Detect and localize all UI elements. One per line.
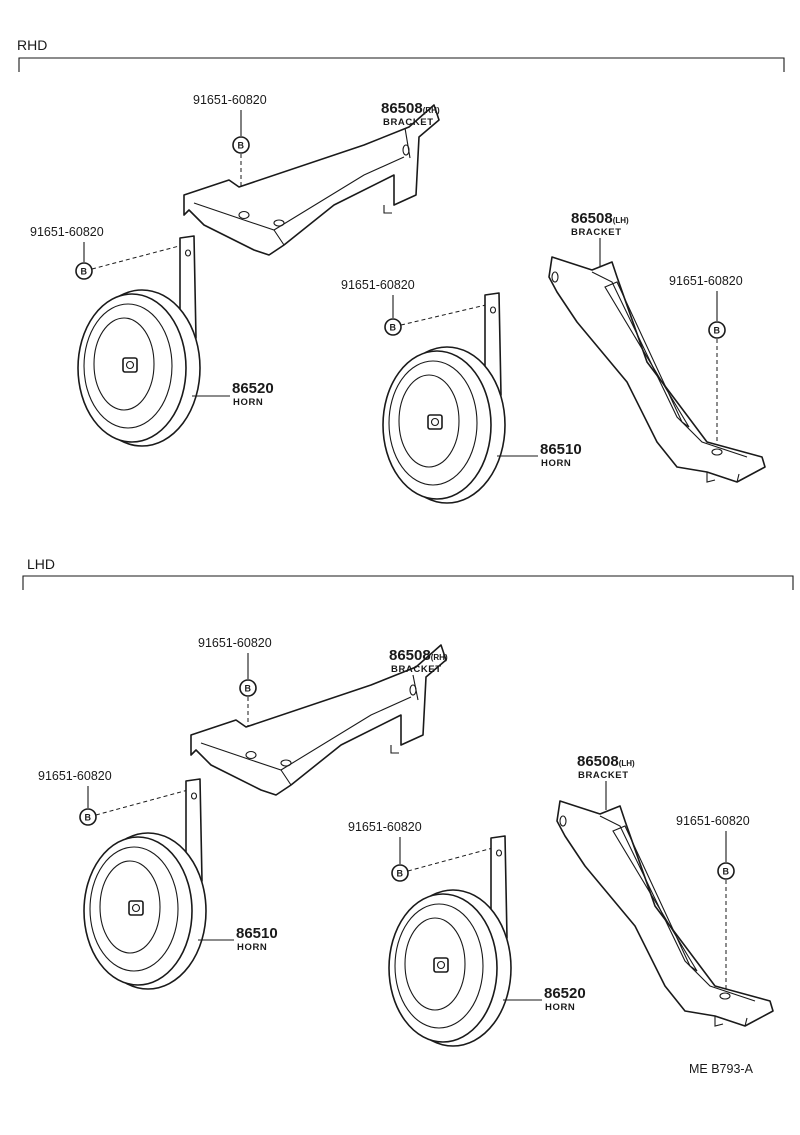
bracket-name: BRACKET xyxy=(391,664,442,675)
bracket-callout: 86508(RH) BRACKET xyxy=(381,100,440,159)
bracket-callout: 86508(LH) BRACKET xyxy=(571,210,629,268)
bolt-symbol: B xyxy=(85,813,92,823)
bolt-symbol: B xyxy=(714,326,721,336)
horn-drawing xyxy=(77,235,201,447)
section-rhd: RHD 91651-60820 B 86508(RH) BRACKET 9165… xyxy=(17,37,785,504)
bolt-part-number: 91651-60820 xyxy=(669,274,743,288)
bolt-symbol: B xyxy=(238,141,245,151)
bolt-symbol: B xyxy=(390,323,397,333)
horn-name: HORN xyxy=(237,942,267,953)
horn-part-number: 86520 xyxy=(232,380,274,397)
bracket-callout: 86508(LH) BRACKET xyxy=(577,753,635,810)
bracket-part-number: 86508 xyxy=(571,210,613,227)
bracket-lh-drawing xyxy=(556,800,774,1027)
bracket-callout: 86508(RH) BRACKET xyxy=(389,647,448,701)
bracket-side: (LH) xyxy=(619,759,635,768)
bolt-part-number: 91651-60820 xyxy=(341,278,415,292)
bolt-icon xyxy=(384,318,402,336)
bolt-part-number: 91651-60820 xyxy=(38,769,112,783)
bolt-part-number: 91651-60820 xyxy=(193,93,267,107)
bracket-part-number: 86508 xyxy=(389,647,431,664)
section-label: LHD xyxy=(27,556,55,572)
bolt-icon xyxy=(708,321,726,339)
horn-name: HORN xyxy=(541,458,571,469)
svg-text:86508(LH): 86508(LH) xyxy=(571,210,629,227)
bracket-side: (LH) xyxy=(613,216,629,225)
horn-part-number: 86510 xyxy=(236,925,278,942)
horn-callout: 86520 HORN xyxy=(192,380,274,408)
bolt-icon xyxy=(239,679,257,697)
bracket-part-number: 86508 xyxy=(381,100,423,117)
bolt-icon xyxy=(79,808,97,826)
horn-drawing xyxy=(388,835,512,1047)
bracket-side: (RH) xyxy=(431,653,448,662)
bolt-symbol: B xyxy=(397,869,404,879)
bolt-callout: 91651-60820 B xyxy=(30,225,184,280)
bracket-part-number: 86508 xyxy=(577,753,619,770)
section-label: RHD xyxy=(17,37,47,53)
horn-callout: 86510 HORN xyxy=(198,925,278,953)
bolt-part-number: 91651-60820 xyxy=(30,225,104,239)
bolt-callout: 91651-60820 B xyxy=(38,769,189,826)
bolt-icon xyxy=(717,862,735,880)
bolt-icon xyxy=(391,864,409,882)
bracket-name: BRACKET xyxy=(571,227,622,238)
bolt-callout: 91651-60820 B xyxy=(193,93,267,212)
bolt-callout: 91651-60820 B xyxy=(676,814,750,992)
bolt-icon xyxy=(232,136,250,154)
horn-drawing xyxy=(83,778,207,990)
horn-callout: 86520 HORN xyxy=(503,985,586,1013)
section-divider xyxy=(18,57,785,72)
horn-callout: 86510 HORN xyxy=(497,441,582,469)
svg-text:86508(RH): 86508(RH) xyxy=(389,647,448,664)
horn-name: HORN xyxy=(545,1002,575,1013)
bracket-side: (RH) xyxy=(423,106,440,115)
bolt-part-number: 91651-60820 xyxy=(198,636,272,650)
bracket-name: BRACKET xyxy=(578,770,629,781)
svg-text:86508(LH): 86508(LH) xyxy=(577,753,635,770)
bracket-name: BRACKET xyxy=(383,117,434,128)
drawing-code: ME B793-A xyxy=(689,1062,754,1076)
bolt-symbol: B xyxy=(81,267,88,277)
horn-part-number: 86510 xyxy=(540,441,582,458)
bolt-part-number: 91651-60820 xyxy=(348,820,422,834)
section-divider xyxy=(22,575,794,590)
section-lhd: LHD 91651-60820 B 86508(RH) BRACKET 9165… xyxy=(22,556,794,1047)
svg-text:86508(RH): 86508(RH) xyxy=(381,100,440,117)
bolt-part-number: 91651-60820 xyxy=(676,814,750,828)
bolt-symbol: B xyxy=(723,867,730,877)
bolt-symbol: B xyxy=(245,684,252,694)
bolt-callout: 91651-60820 B xyxy=(669,274,743,448)
horn-name: HORN xyxy=(233,397,263,408)
bolt-callout: 91651-60820 B xyxy=(348,820,501,882)
bolt-icon xyxy=(75,262,93,280)
horn-part-number: 86520 xyxy=(544,985,586,1002)
bolt-callout: 91651-60820 B xyxy=(341,278,491,336)
